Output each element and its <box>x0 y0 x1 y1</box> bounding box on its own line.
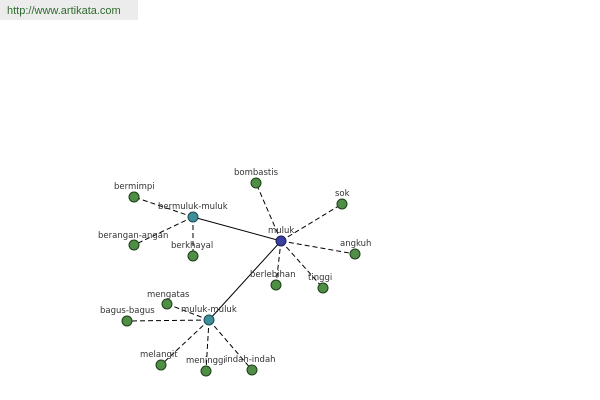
node-label-indah-indah[interactable]: indah-indah <box>225 355 276 365</box>
edge-muluk-muluk-indah-indah <box>208 319 253 371</box>
node-label-tinggi[interactable]: tinggi <box>308 273 332 283</box>
node-label-bagus-bagus[interactable]: bagus-bagus <box>100 306 155 316</box>
node-muluk-muluk[interactable] <box>203 314 215 326</box>
edge-muluk-tinggi <box>280 240 324 289</box>
node-bagus-bagus[interactable] <box>121 315 133 327</box>
node-label-muluk[interactable]: muluk <box>268 226 294 236</box>
node-label-melangit[interactable]: melangit <box>140 350 178 360</box>
node-berkhayal[interactable] <box>187 250 199 262</box>
node-mengatas[interactable] <box>161 298 173 310</box>
graph-nodes <box>121 177 361 377</box>
node-label-berlebihan[interactable]: berlebihan <box>250 270 295 280</box>
edge-muluk-angkuh <box>280 240 356 255</box>
node-label-sok[interactable]: sok <box>335 189 350 199</box>
node-label-angkuh[interactable]: angkuh <box>340 239 371 249</box>
edge-muluk-muluk-bagus-bagus <box>126 319 210 322</box>
node-label-berkhayal[interactable]: berkhayal <box>171 241 213 251</box>
node-berangan-angan[interactable] <box>128 239 140 251</box>
node-tinggi[interactable] <box>317 282 329 294</box>
graph-labels: muluk bermuluk-muluk muluk-muluk bombastis s… <box>98 168 371 366</box>
graph-edges <box>126 182 356 372</box>
node-label-bermuluk-muluk[interactable]: bermuluk-muluk <box>158 202 228 212</box>
node-indah-indah[interactable] <box>246 364 258 376</box>
node-muluk[interactable] <box>275 235 287 247</box>
edge-muluk-sok <box>280 203 343 242</box>
node-meninggi[interactable] <box>200 365 212 377</box>
edge-muluk-muluk-meninggi <box>205 319 210 372</box>
edge-muluk-muluk-muluk <box>208 240 282 321</box>
node-label-berangan-angan[interactable]: berangan-angan <box>98 231 168 241</box>
node-label-bermimpi[interactable]: bermimpi <box>114 182 155 192</box>
node-label-mengatas[interactable]: mengatas <box>147 290 190 300</box>
edge-muluk-bermuluk-muluk <box>192 216 282 242</box>
node-sok[interactable] <box>336 198 348 210</box>
node-label-muluk-muluk[interactable]: muluk-muluk <box>181 305 237 315</box>
edge-muluk-berlebihan <box>275 240 282 286</box>
node-label-bombastis[interactable]: bombastis <box>234 168 279 178</box>
node-bermimpi[interactable] <box>128 191 140 203</box>
edge-muluk-muluk-melangit <box>160 319 210 366</box>
site-url-banner[interactable]: http://www.artikata.com <box>0 0 138 20</box>
node-berlebihan[interactable] <box>270 279 282 291</box>
edge-bermuluk-muluk-berangan-angan <box>133 216 194 246</box>
node-label-meninggi[interactable]: meninggi <box>186 356 226 366</box>
edge-muluk-bombastis <box>255 182 282 242</box>
node-melangit[interactable] <box>155 359 167 371</box>
edge-bermuluk-muluk-bermimpi <box>133 196 194 218</box>
node-bombastis[interactable] <box>250 177 262 189</box>
node-angkuh[interactable] <box>349 248 361 260</box>
node-bermuluk-muluk[interactable] <box>187 211 199 223</box>
